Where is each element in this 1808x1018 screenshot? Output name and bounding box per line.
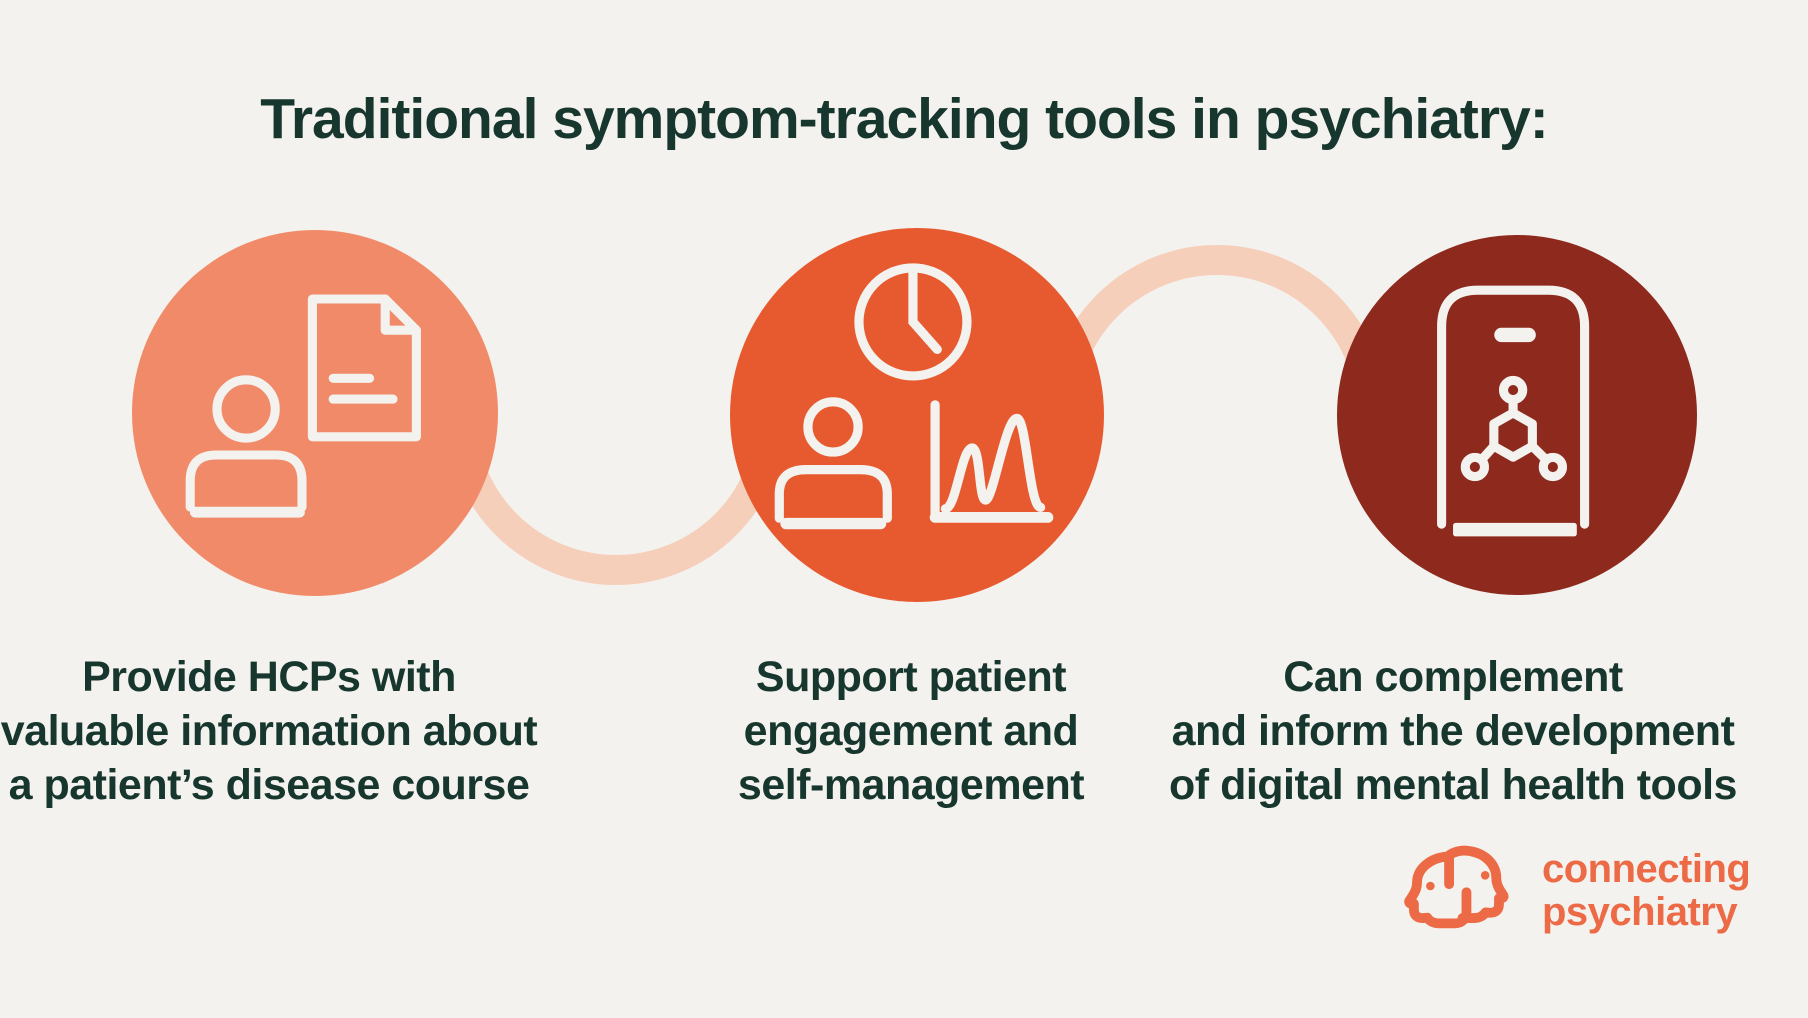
brand-wordmark: connecting psychiatry bbox=[1542, 845, 1751, 934]
connector-arc-up bbox=[1047, 245, 1387, 416]
person-document-icon bbox=[185, 294, 421, 518]
connector-arc-down bbox=[446, 414, 786, 585]
two-heads-icon bbox=[1404, 845, 1509, 929]
brand-logo: connecting psychiatry bbox=[1400, 845, 1751, 943]
caption-step-2: Support patient engagement and self-mana… bbox=[737, 653, 1085, 809]
left-eye-dot bbox=[1426, 881, 1435, 891]
circle-step-2 bbox=[730, 228, 1104, 602]
caption-step-3: Can complement and inform the developmen… bbox=[1169, 653, 1737, 809]
brand-word-1: connecting bbox=[1542, 847, 1751, 891]
brand-word-2: psychiatry bbox=[1542, 890, 1738, 934]
phone-molecule-icon bbox=[1437, 285, 1590, 537]
clock-person-chart-icon bbox=[774, 263, 1054, 530]
right-eye-dot bbox=[1480, 871, 1490, 880]
caption-step-1: Provide HCPs with valuable information a… bbox=[0, 653, 538, 809]
page-title: Traditional symptom-tracking tools in ps… bbox=[260, 87, 1549, 151]
